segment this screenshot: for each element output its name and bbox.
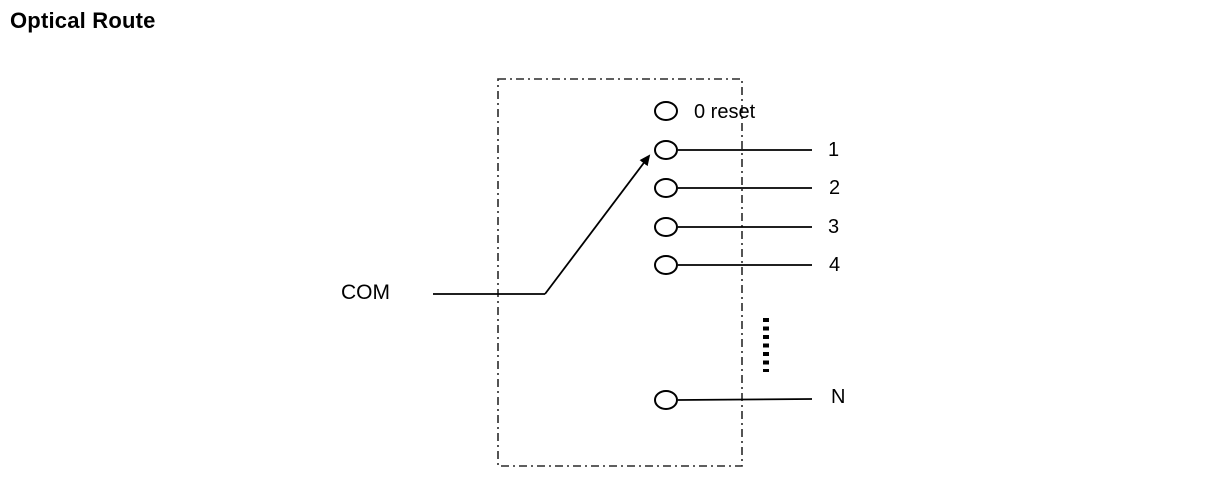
port-circle-2 bbox=[654, 178, 678, 198]
switch-boundary-box bbox=[497, 78, 743, 467]
port-line-n bbox=[677, 398, 813, 401]
port-label-4: 4 bbox=[829, 254, 840, 276]
port-label-n: N bbox=[831, 386, 845, 408]
com-label: COM bbox=[341, 281, 390, 304]
port-label-1: 1 bbox=[828, 139, 839, 161]
selector-arrow bbox=[544, 154, 651, 295]
port-circle-4 bbox=[654, 255, 678, 275]
port-label-2: 2 bbox=[829, 177, 840, 199]
port-circle-1 bbox=[654, 140, 678, 160]
port-circle-n bbox=[654, 390, 678, 410]
port-label-reset: 0 reset bbox=[694, 101, 756, 123]
port-circle-3 bbox=[654, 217, 678, 237]
port-circle-reset bbox=[654, 101, 678, 121]
port-label-3: 3 bbox=[828, 216, 839, 238]
page-title: Optical Route bbox=[10, 8, 156, 33]
